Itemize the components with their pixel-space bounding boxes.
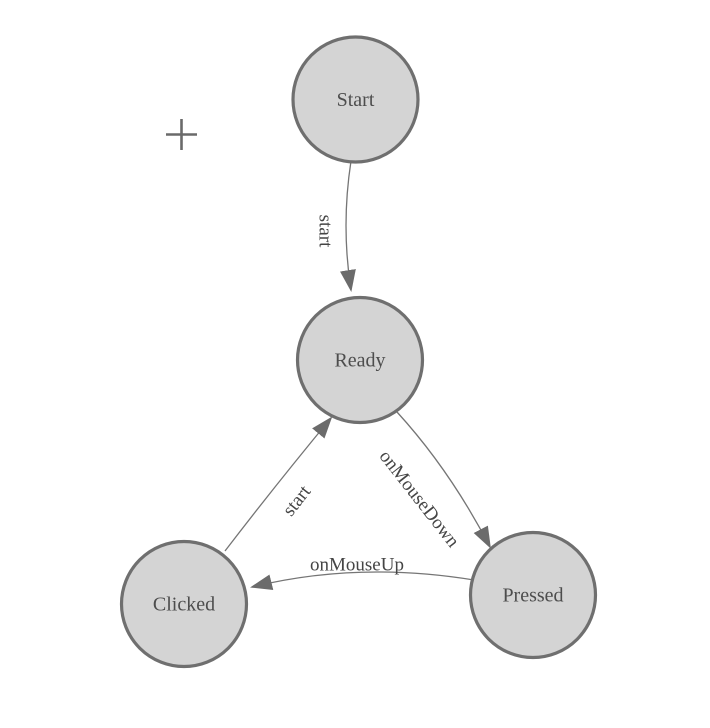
edge-start-to-ready[interactable] (340, 160, 356, 292)
node-start[interactable]: Start (291, 35, 420, 164)
edge-label-onmousedown: onMouseDown (375, 446, 464, 552)
edge-pressed-to-clicked[interactable] (250, 571, 475, 591)
edge-label-start-top: start (315, 215, 336, 248)
node-pressed-circle[interactable] (468, 530, 598, 660)
node-start-label: Start (337, 89, 375, 111)
crosshair-cursor (166, 119, 197, 150)
node-clicked-circle[interactable] (119, 539, 249, 669)
node-ready[interactable]: Ready (295, 295, 425, 425)
node-ready-circle[interactable] (295, 295, 425, 425)
edge-label-start-diagonal: start (279, 481, 316, 520)
edge-ready-to-pressed[interactable] (396, 411, 491, 549)
node-start-circle[interactable] (291, 35, 420, 164)
node-pressed[interactable]: Pressed (468, 530, 598, 660)
edge-clicked-to-ready[interactable] (224, 416, 333, 552)
node-pressed-label: Pressed (502, 585, 563, 607)
node-clicked-label: Clicked (153, 594, 215, 616)
node-clicked[interactable]: Clicked (119, 539, 249, 669)
node-ready-label: Ready (334, 350, 385, 372)
edge-label-onmouseup: onMouseUp (310, 555, 404, 576)
